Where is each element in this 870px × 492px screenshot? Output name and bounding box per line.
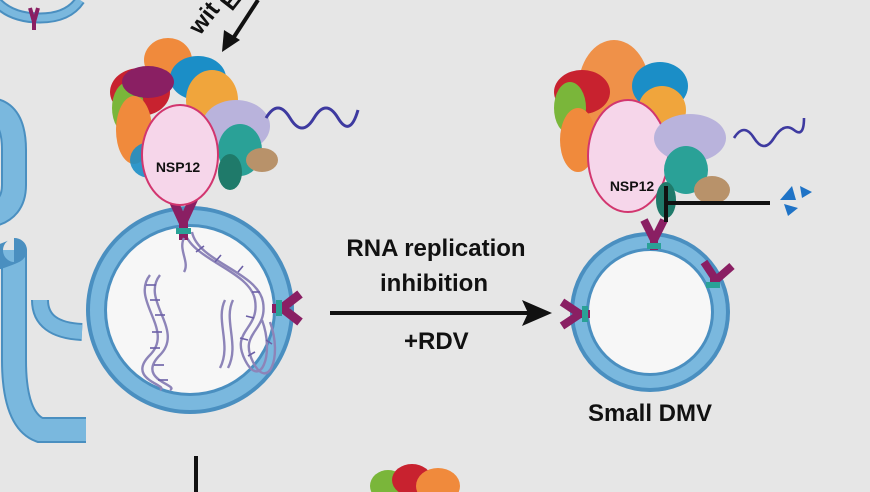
pore-complex-right [272, 290, 303, 326]
replication-complex-left: NSP12 [110, 38, 360, 206]
pore-complex-top [167, 196, 199, 240]
nsp12-label-right: NSP12 [610, 178, 655, 194]
dsrna-rungs [146, 245, 273, 381]
pore-complex-small-right [700, 259, 735, 288]
replication-complex-right: NSP12 [554, 40, 806, 218]
dsrna-inside [141, 229, 277, 392]
rna-strand-right [732, 117, 806, 148]
large-dmv [86, 196, 303, 414]
pore-complex-small-top [640, 218, 668, 250]
nsp12-label-left: NSP12 [156, 159, 201, 175]
rna-strand-left [264, 106, 360, 130]
arrow-head-down [222, 30, 240, 52]
cropped-vesicle-top-left [0, 0, 85, 30]
label-rna-replication: RNA replication [346, 235, 525, 262]
er-membrane-left [0, 99, 86, 443]
inhibition-arrow-group: RNA replication inhibition +RDV [330, 235, 552, 355]
label-inhibition: inhibition [380, 270, 488, 297]
rdv-molecule-icon [780, 186, 812, 216]
small-dmv: Small DMV [559, 218, 735, 427]
label-plus-rdv: +RDV [404, 328, 469, 355]
arrow-head-right [522, 300, 552, 326]
cropped-label-line2: wit [183, 0, 225, 40]
rdv-inhibition-bar [664, 186, 770, 222]
replication-complex-bottom-cropped [370, 464, 460, 492]
label-small-dmv: Small DMV [588, 400, 712, 427]
pore-complex-small-left [559, 298, 590, 330]
cropped-top-label: E wit [183, 0, 260, 52]
